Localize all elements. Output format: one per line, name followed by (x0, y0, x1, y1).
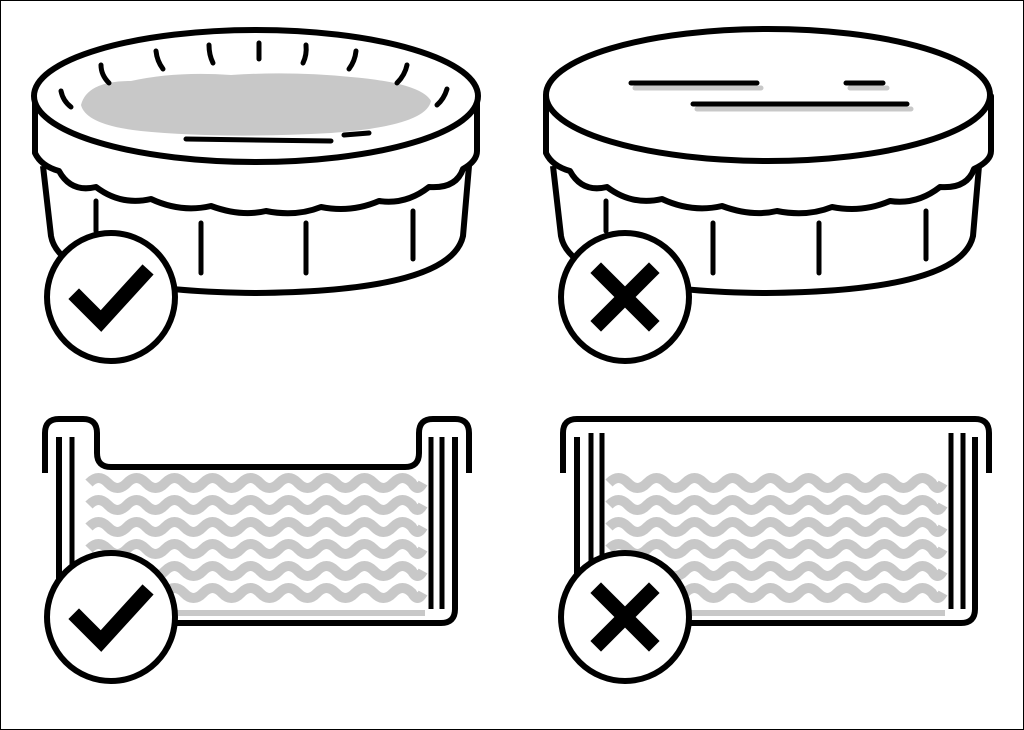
wave-line (605, 473, 948, 493)
wave-line (605, 539, 948, 559)
verdict-badge-top-left (44, 230, 178, 364)
pool-cover-top (543, 26, 993, 164)
wave-line (85, 473, 428, 493)
wave-line (605, 517, 948, 537)
wall-stripes (603, 198, 929, 276)
verdict-badge-bottom-right (558, 550, 692, 684)
cover-sheen-lines (628, 80, 914, 112)
wall-stripes (93, 198, 416, 276)
wave-line (85, 495, 428, 515)
cross-icon (590, 262, 660, 332)
verdict-badge-bottom-left (44, 550, 178, 684)
wave-line (85, 517, 428, 537)
cross-icon (590, 582, 660, 652)
check-icon (68, 264, 154, 332)
frame-pool-outline (560, 416, 992, 473)
wave-line (85, 539, 428, 559)
cover-gather-marks (58, 40, 450, 144)
verdict-badge-top-right (558, 230, 692, 364)
water-surface (81, 73, 431, 136)
wave-line (605, 495, 948, 515)
check-icon (68, 584, 154, 652)
frame-pool-outline (42, 416, 472, 473)
